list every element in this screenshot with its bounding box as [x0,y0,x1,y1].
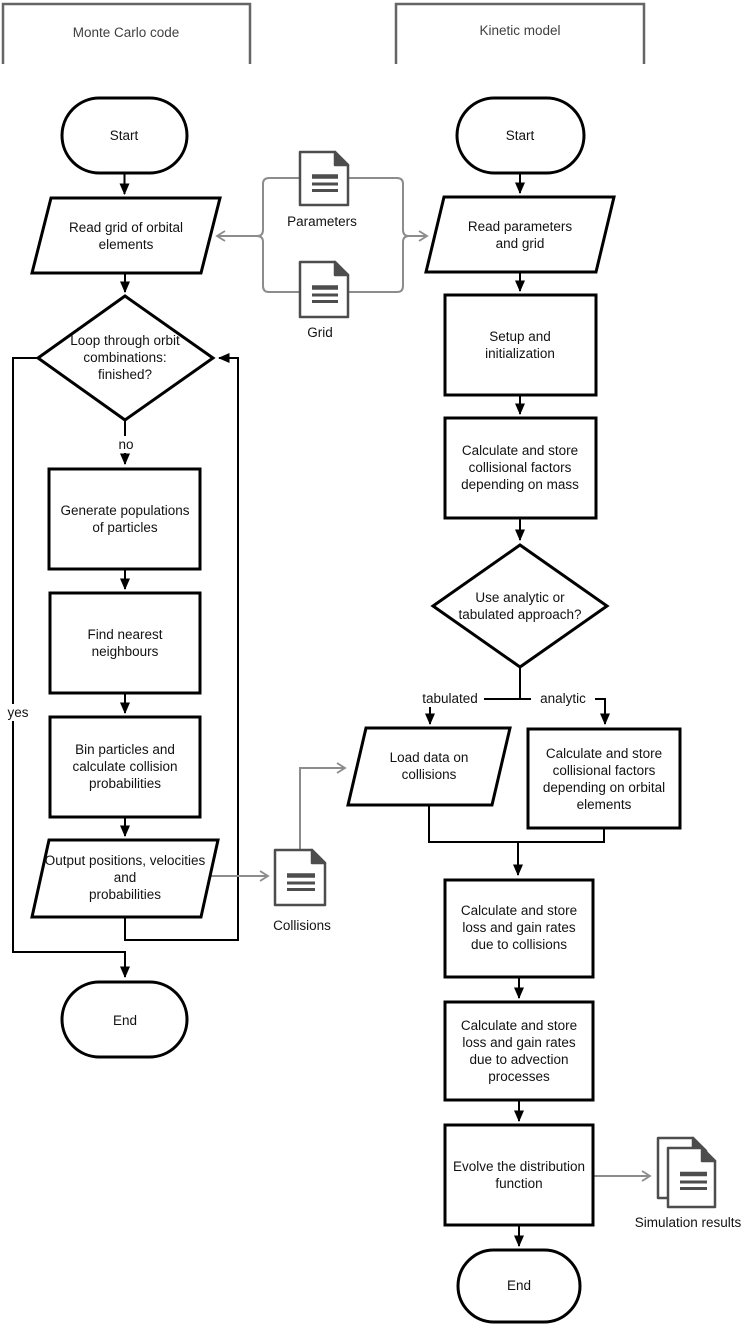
k-loss-advection-label: Calculate and store loss and gain rates … [460,1018,578,1084]
k-approach-decision-label: Use analytic or tabulated approach? [458,590,582,622]
mc-read-grid-io [30,196,222,275]
k-setup-process [443,293,598,397]
k-read-params-io [424,195,616,274]
k-evolve-process [443,1123,595,1227]
mc-end-label: End [112,1013,138,1028]
mc-yes-branch-label: yes [0,704,36,721]
kinetic-bracket [394,2,646,64]
line-k-branch-merge [428,805,605,843]
k-end-terminal [456,1248,582,1324]
simulation-results-file-label: Simulation results [634,1215,742,1230]
file-connectors [210,177,652,1182]
mc-start-label: Start [109,128,139,143]
k-tabulated-branch-label: tabulated [416,690,484,707]
file-icons [273,150,717,1209]
line-grid-to-right-brace [347,235,410,293]
monte-carlo-column-title: Monte Carlo code [72,25,180,40]
column-brackets [1,2,646,64]
k-approach-decision [430,543,610,669]
mc-bin-particles-process [48,715,202,819]
k-setup-label: Setup and initialization [485,329,555,361]
k-calc-mass-process [443,416,598,520]
mc-loop-decision-label: Loop through orbit combinations: finishe… [70,333,180,382]
mc-output-label: Output positions, velocities and probabi… [44,853,206,902]
grid-file-label: Grid [307,325,333,340]
mc-start-terminal [60,96,189,175]
mc-find-neighbours-process [48,591,202,695]
collisions-file-icon [273,848,327,907]
k-read-params-label: Read parameters and grid [467,219,573,251]
collisions-file-label: Collisions [273,918,331,933]
grid-file-icon [298,260,350,319]
mc-generate-process [47,467,202,571]
mc-generate-label: Generate populations of particles [60,503,190,535]
mc-loop-decision [35,294,216,422]
k-analytic-branch-label: analytic [531,690,595,707]
k-loss-collisions-process [443,878,595,979]
mc-find-neighbours-label: Find nearest neighbours [87,627,163,659]
mc-output-io [30,838,220,919]
arrow-mc-loop-return [124,353,239,941]
parameters-file-icon [298,150,350,207]
k-loss-advection-process [443,1000,595,1102]
k-calc-orbital-label: Calculate and store collisional factors … [542,746,666,812]
k-calc-mass-label: Calculate and store collisional factors … [461,443,579,492]
flow-connectors [12,173,610,1247]
simulation-results-file-icon [656,1136,717,1209]
mc-bin-particles-label: Bin particles and calculate collision pr… [72,742,178,791]
kinetic-column-title: Kinetic model [479,23,561,38]
arrow-mc-loop-yes-to-end [12,357,130,978]
flow-nodes [30,96,682,1324]
monte-carlo-bracket [1,2,252,64]
k-end-label: End [506,1278,532,1293]
k-start-terminal [455,96,586,175]
k-calc-orbital-process [526,727,682,830]
mc-end-terminal [60,980,189,1059]
line-grid-to-left-brace [256,235,300,293]
k-load-data-label: Load data on collisions [389,750,469,782]
k-load-data-io [346,726,512,807]
k-evolve-label: Evolve the distribution function [452,1159,586,1191]
k-loss-collisions-label: Calculate and store loss and gain rates … [460,903,578,952]
mc-read-grid-label: Read grid of orbital elements [68,220,184,252]
parameters-file-label: Parameters [287,214,357,229]
arrow-collisions-file-to-load [299,762,347,849]
k-start-label: Start [505,128,535,143]
mc-no-branch-label: no [107,436,145,453]
